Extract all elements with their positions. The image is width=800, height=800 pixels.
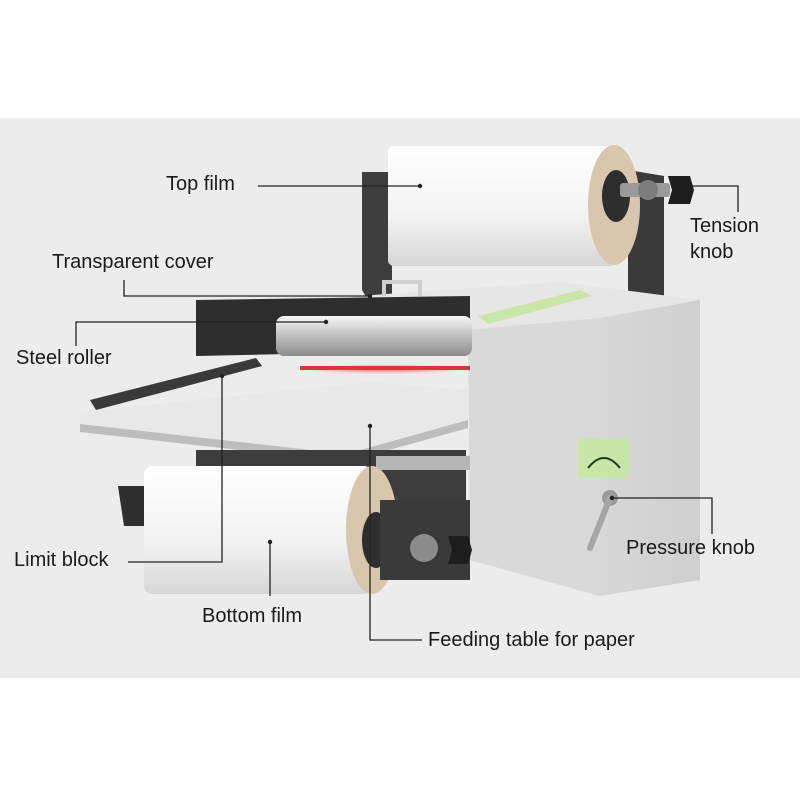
pressure-knob-leader [612,497,713,534]
feeding-table-shape [80,382,468,454]
steel-roller-leader [75,321,326,346]
top-film-leader-dot [417,183,423,189]
feeding-table-leader [369,426,422,641]
leader-lines [75,183,739,641]
control-panel [478,290,592,324]
pressure-indicator-arc [587,457,621,469]
top-film-shaft-nut [638,180,658,200]
steel-roller-leader-dot [323,319,329,325]
limit-block-leader-dot [219,373,225,379]
top-film-roll [388,146,616,266]
limit-block-label: Limit block [14,549,109,571]
limit-block-guide [90,358,262,410]
machine-front-side [468,318,600,596]
steel-roller-shape [276,316,472,356]
steel-roller-label: Steel roller [16,347,112,369]
pressure-knob-label: Pressure knob [626,537,755,559]
tension-knob-leader [690,185,739,212]
transparent-cover-leader [123,280,370,297]
lower-rail [376,456,470,470]
bottom-film-shaft-nut [410,534,438,562]
tension-knob-label-line1: Tension [690,215,759,237]
cover-handle [382,280,422,296]
top-film-label: Top film [166,173,235,195]
bottom-film-label: Bottom film [202,605,303,627]
pressure-knob-leader-dot [609,495,615,501]
heater-line [300,366,470,370]
top-left-support-plate [362,172,392,300]
feeding-table-leader-dot [367,423,373,429]
transparent-cover-leader-dot [367,293,373,299]
tension-knob-shape [668,176,694,204]
tension-knob-label-line2: knob [690,241,734,263]
lower-left-bracket [118,486,150,526]
transparent-cover-label: Transparent cover [52,251,214,273]
bottom-film-leader-dot [267,539,273,545]
bottom-film-roll [144,466,372,594]
pressure-knob-lever [587,495,613,551]
bottom-tension-knob [448,536,472,564]
feeding-table-label: Feeding table for paper [428,629,635,651]
limit-block-leader [128,376,223,563]
